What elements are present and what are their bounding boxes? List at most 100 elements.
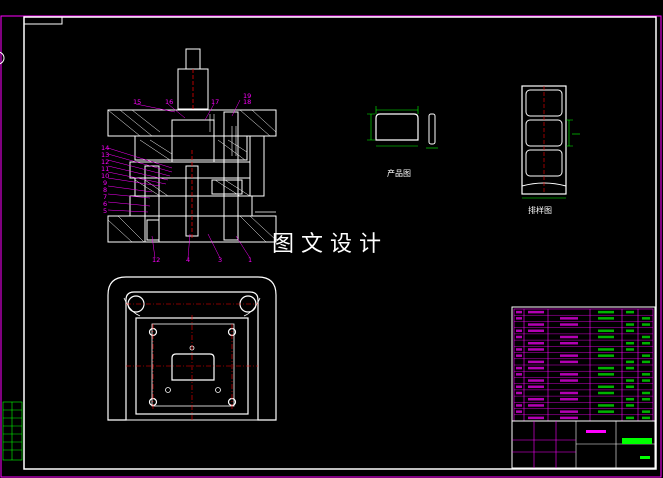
table-cell-mark (626, 360, 634, 364)
drawing-frame (23, 16, 657, 470)
table-cell-mark (516, 391, 522, 395)
part-number: 7 (103, 193, 107, 201)
table-cell-mark (528, 379, 544, 382)
table-cell-mark (516, 348, 522, 351)
part-number: 1 (248, 256, 252, 264)
part-number: 12 (152, 256, 160, 264)
table-cell-mark (626, 416, 634, 420)
table-cell-mark (560, 323, 578, 326)
table-cell-mark (560, 354, 578, 357)
table-cell-mark (598, 410, 614, 413)
part-number: 15 (133, 98, 141, 106)
part-number-leaders (107, 99, 251, 259)
table-cell-mark (516, 404, 522, 407)
watermark-text: 图文设计 (272, 232, 389, 257)
layout-caption: 排样图 (528, 205, 552, 215)
table-cell-mark (560, 335, 578, 339)
part-number: 8 (103, 186, 107, 194)
table-cell-mark (598, 317, 614, 320)
table-cell-mark (528, 397, 544, 401)
part-number: 3 (218, 256, 222, 264)
part-number: 6 (103, 200, 107, 208)
table-cell-mark (626, 397, 634, 401)
table-cell-mark (626, 348, 634, 351)
title-block (511, 420, 656, 469)
table-cell-mark (598, 310, 614, 314)
table-cell-mark (626, 310, 634, 314)
table-cell-mark (598, 385, 614, 389)
table-cell-mark (560, 416, 578, 420)
table-cell-mark (516, 335, 522, 339)
table-cell-mark (598, 335, 614, 339)
table-cell-mark (528, 348, 544, 351)
table-cell-mark (642, 317, 650, 320)
table-cell-mark (642, 335, 650, 339)
table-cell-mark (560, 410, 578, 413)
outer-frame (0, 15, 662, 478)
table-cell-mark (642, 379, 650, 382)
part-number: 9 (103, 179, 107, 187)
table-cell-mark (560, 341, 578, 345)
part-number: 11 (101, 165, 109, 173)
table-cell-mark (516, 317, 522, 320)
part-number: 14 (101, 144, 109, 152)
table-cell-mark (642, 373, 650, 376)
parts-list-rows (514, 310, 653, 420)
part-number: 10 (101, 172, 109, 180)
plan-centerlines (126, 303, 258, 420)
corner-tab (23, 17, 63, 25)
part-number: 5 (103, 207, 107, 215)
table-cell-mark (642, 410, 650, 413)
die-section-view (107, 48, 277, 243)
part-number: 18 (243, 98, 251, 106)
table-cell-mark (560, 397, 578, 401)
table-cell-mark (642, 360, 650, 364)
part-number: 16 (165, 98, 173, 106)
table-cell-mark (626, 366, 634, 370)
table-cell-mark (528, 323, 544, 326)
table-cell-mark (516, 329, 522, 333)
strip-layout-view (521, 85, 580, 199)
table-cell-mark (528, 404, 544, 407)
left-edge-mark (0, 51, 5, 65)
table-cell-mark (626, 341, 634, 345)
table-cell-mark (598, 404, 614, 407)
table-cell-mark (642, 323, 650, 326)
table-cell-mark (598, 366, 614, 370)
table-cell-mark (528, 366, 544, 370)
table-cell-mark (626, 323, 634, 326)
table-cell-mark (626, 404, 634, 407)
table-cell-mark (516, 310, 522, 314)
table-cell-mark (626, 329, 634, 333)
table-cell-mark (598, 391, 614, 395)
table-cell-mark (560, 317, 578, 320)
product-caption: 产品图 (387, 168, 411, 178)
part-number: 12 (101, 158, 109, 166)
table-cell-mark (560, 360, 578, 364)
table-cell-mark (642, 416, 650, 420)
table-cell-mark (516, 385, 522, 389)
table-cell-mark (528, 360, 544, 364)
table-cell-mark (528, 341, 544, 345)
table-cell-mark (598, 329, 614, 333)
table-cell-mark (598, 373, 614, 376)
table-cell-mark (560, 379, 578, 382)
part-number: 13 (101, 151, 109, 159)
table-cell-mark (626, 385, 634, 389)
part-numbers: 15 16 17 19 18 14 13 12 11 10 9 8 7 6 5 … (101, 92, 252, 264)
table-cell-mark (528, 310, 544, 314)
table-cell-mark (598, 354, 614, 357)
table-cell-mark (560, 391, 578, 395)
table-cell-mark (516, 366, 522, 370)
table-cell-mark (642, 341, 650, 345)
part-number: 19 (243, 92, 251, 100)
table-cell-mark (516, 354, 522, 357)
binding-margin-table (2, 401, 23, 461)
table-cell-mark (642, 397, 650, 401)
table-cell-mark (528, 385, 544, 389)
table-cell-mark (642, 391, 650, 395)
product-view (367, 106, 438, 149)
part-number: 4 (186, 256, 190, 264)
table-cell-mark (560, 373, 578, 376)
